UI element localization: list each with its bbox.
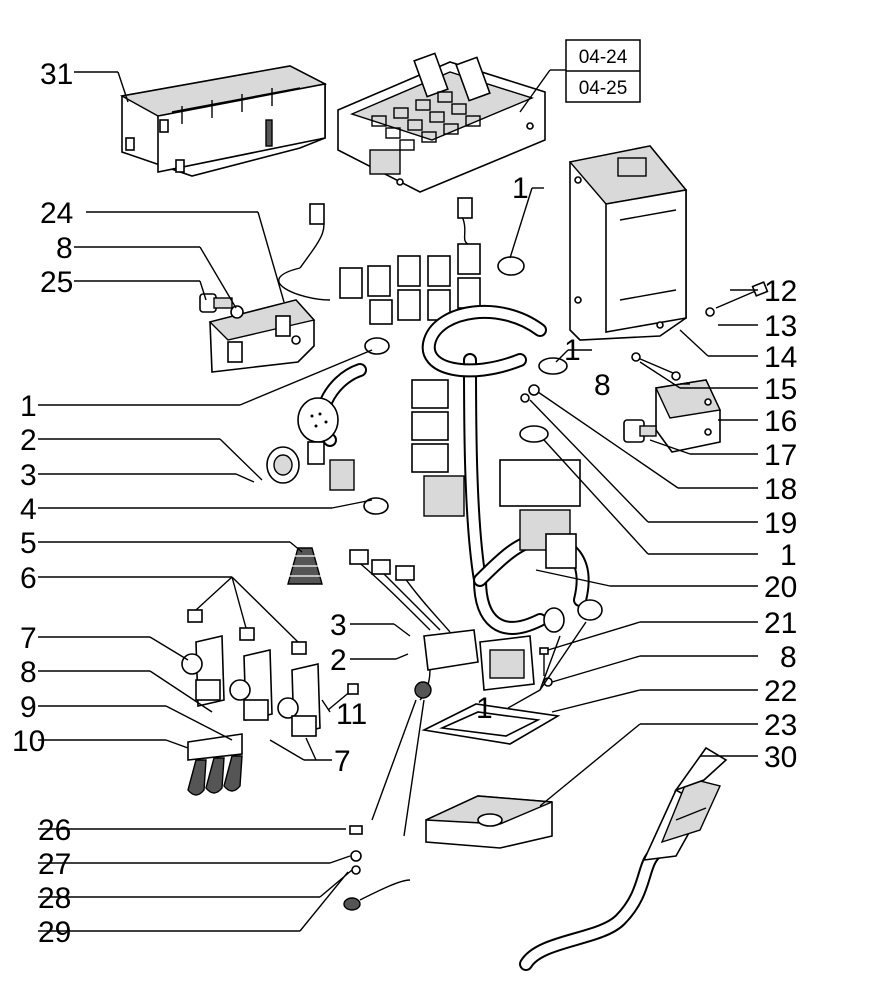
callout-labels: 31 24 8 25 1 1 2 3 4 5 6 7 8 9 10 3 2 11… [12,58,797,949]
callout-8: 8 [594,369,611,402]
callout-1: 1 [20,390,37,423]
relay-stack-middle [411,379,581,569]
part-8-washer [230,305,244,319]
callout-1: 1 [476,692,493,725]
part-31-connector-housing [119,65,328,177]
callout-16: 16 [764,405,797,438]
part-11-bolt [327,683,359,711]
part-28-washer [351,865,361,875]
round-connector [266,397,355,491]
callout-8: 8 [56,232,73,265]
part-21-bolt [539,647,549,676]
callout-8: 8 [780,641,797,674]
part-13-washer [705,307,715,317]
relay-block-top [278,197,481,325]
part-27-washer [350,850,362,862]
callout-13: 13 [764,310,797,343]
callout-15: 15 [764,373,797,406]
part-12-bolt [715,281,769,309]
callout-7: 7 [334,745,351,778]
callout-7: 7 [20,622,37,655]
callout-21: 21 [764,607,797,640]
callout-31: 31 [40,58,73,91]
callout-11: 11 [336,698,367,731]
callout-1: 1 [780,539,797,572]
callout-14: 14 [764,341,797,374]
callout-26: 26 [38,814,71,847]
part-23-base-plate [425,795,553,849]
callout-27: 27 [38,848,71,881]
reference-code-1: 04-24 [579,47,628,68]
reference-box: 04-24 04-25 [519,39,641,113]
part-5-rubber-boot [287,547,323,585]
part-30-connector-cable [519,746,728,971]
callout-3: 3 [330,609,347,642]
callout-1: 1 [564,334,581,367]
part-24-bracket [208,299,316,373]
callout-1: 1 [512,172,529,205]
callout-22: 22 [764,675,797,708]
part-22-gasket [421,703,561,745]
reference-code-2: 04-25 [579,78,628,99]
leader-lines [38,71,758,932]
callout-3: 3 [20,459,37,492]
part-25-screw [199,293,233,313]
callout-19: 19 [764,507,797,540]
part-10-bracket [187,733,243,796]
part-14-control-unit [568,145,688,341]
part-6-labels [187,609,307,655]
callout-28: 28 [38,882,71,915]
callout-2: 2 [330,644,347,677]
callout-12: 12 [764,275,797,308]
harness-lower-plugs [349,549,535,701]
part-19-nut [520,393,530,403]
fuse-relay-box [337,52,546,193]
callout-9: 9 [20,691,37,724]
callout-18: 18 [764,473,797,506]
callout-23: 23 [764,709,797,742]
callout-10: 10 [12,725,45,758]
callout-5: 5 [20,527,37,560]
callout-30: 30 [764,741,797,774]
callout-25: 25 [40,266,73,299]
part-29-cable-lug [343,879,411,911]
callout-17: 17 [764,439,797,472]
callout-8: 8 [20,656,37,689]
part-16-cover-plate [654,379,722,453]
callout-2: 2 [20,424,37,457]
callout-29: 29 [38,916,71,949]
part-7-switches [181,635,321,737]
part-17-plug [623,419,657,443]
part-26-screw [349,825,363,835]
callout-6: 6 [20,562,37,595]
callout-4: 4 [20,493,37,526]
callout-20: 20 [764,571,797,604]
part-18-washer [528,384,540,396]
callout-24: 24 [40,197,73,230]
